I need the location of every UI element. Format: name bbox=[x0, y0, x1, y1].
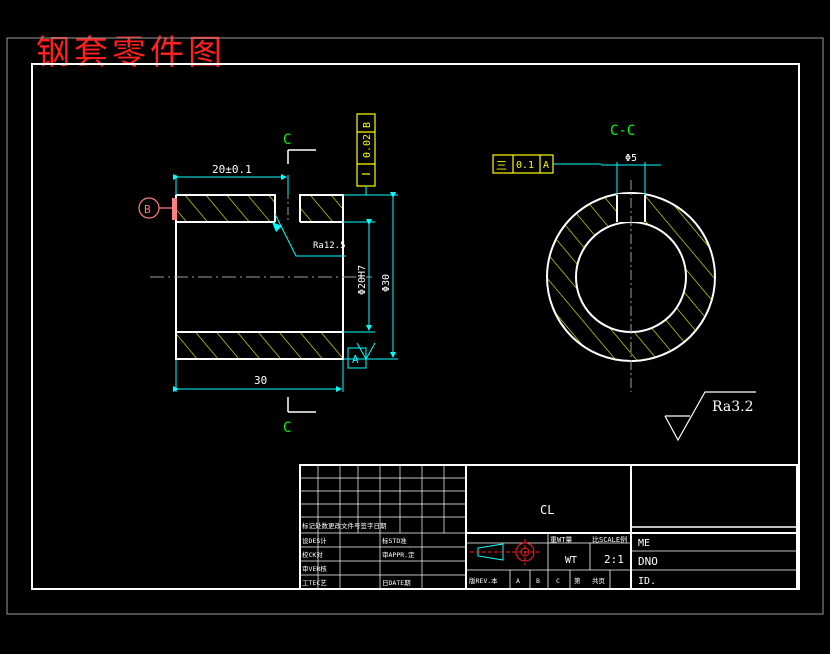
row-left-check: 校CK对 bbox=[302, 550, 323, 559]
rev-cell-c: C bbox=[556, 577, 560, 585]
dim-bore: Φ20H7 bbox=[357, 265, 368, 295]
weight-header: 重WT量 bbox=[550, 536, 572, 544]
me-label: ME bbox=[638, 538, 650, 549]
symmetry-value: 0.1 bbox=[516, 160, 534, 171]
flatness-datum: B bbox=[362, 122, 373, 128]
rev-cell-b: B bbox=[536, 577, 540, 585]
id-label: ID. bbox=[638, 576, 656, 587]
datum-a: A bbox=[352, 353, 359, 366]
scale-header: 比SCALE例 bbox=[592, 535, 627, 544]
keyway-width: Φ5 bbox=[625, 153, 637, 164]
flatness-value: 0.02 bbox=[362, 134, 373, 158]
rev-cell-a: A bbox=[516, 577, 520, 585]
row-left-header: 标记处数更改文件号签字日期 bbox=[302, 521, 387, 530]
front-view: C C 0.02 B 20±0.1 30 bbox=[138, 113, 398, 436]
symmetry-frame: 三 0.1 A bbox=[492, 154, 601, 174]
dim-length: 30 bbox=[254, 374, 267, 387]
ring-hatch bbox=[547, 193, 715, 361]
flatness-frame: 0.02 B bbox=[356, 113, 376, 195]
bottom-wall-hatch bbox=[176, 332, 343, 359]
section-view: C-C Φ5 三 0.1 A bbox=[492, 123, 716, 392]
symmetry-datum: A bbox=[543, 160, 549, 171]
material-code: CL bbox=[540, 503, 554, 517]
roughness-local: Ra12.5 bbox=[313, 241, 346, 251]
dim-groove-position: 20±0.1 bbox=[212, 163, 252, 176]
row-mid-std: 标STD准 bbox=[382, 536, 407, 545]
row-left-verify: 审VER核 bbox=[302, 564, 327, 573]
outer-border bbox=[6, 37, 824, 615]
row-mid-approve: 审APPR.定 bbox=[382, 550, 415, 559]
row-left-tech: 工TEC艺 bbox=[302, 579, 327, 587]
title-block-text: CL 重WT量 比SCALE例 WT 2:1 ME DNO ID. 版REV.本… bbox=[302, 503, 658, 587]
datum-b: B bbox=[144, 203, 151, 216]
section-view-label: C-C bbox=[610, 123, 635, 139]
symmetry-symbol: 三 bbox=[496, 159, 507, 172]
row-left-design: 设DES计 bbox=[302, 536, 327, 545]
roughness-general-value: Ra3.2 bbox=[712, 399, 753, 415]
section-label-top: C bbox=[283, 132, 291, 148]
top-wall-right-hatch bbox=[300, 195, 343, 222]
rev-cell-total: 共页 bbox=[592, 576, 606, 585]
scale-value: 2:1 bbox=[604, 553, 624, 566]
top-wall-left-hatch bbox=[176, 195, 275, 222]
roughness-general: Ra3.2 bbox=[664, 391, 756, 442]
title-block bbox=[299, 464, 798, 590]
row-mid-date: 日DATE期 bbox=[382, 579, 411, 587]
revision-label: 版REV.本 bbox=[469, 576, 498, 585]
dim-outer: Φ30 bbox=[381, 274, 392, 292]
weight-value: WT bbox=[565, 555, 577, 566]
dno-label: DNO bbox=[638, 555, 658, 568]
section-label-bottom: C bbox=[283, 420, 291, 436]
rev-cell-sheet: 第 bbox=[574, 576, 581, 585]
